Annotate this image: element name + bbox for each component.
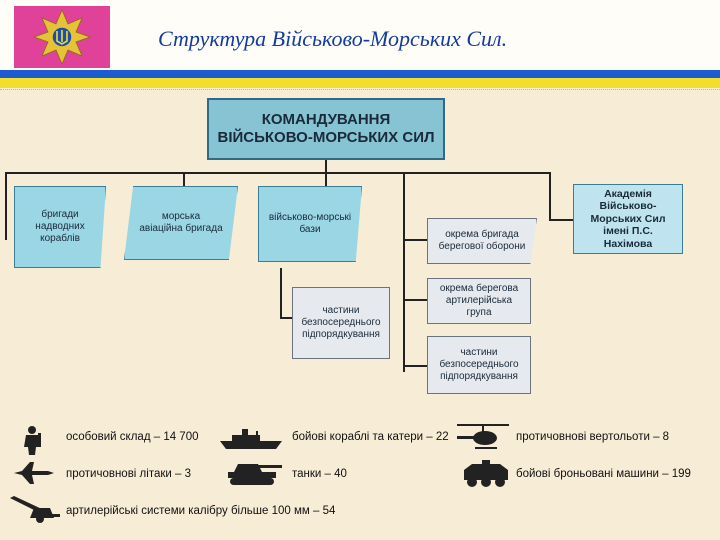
surface-ships-label: бригади надводних кораблів (35, 209, 85, 244)
command-line1: КОМАНДУВАННЯ (261, 111, 391, 128)
academy-label: Академія Військово-Морських Сил імені П.… (590, 187, 666, 250)
surface-ships-box: бригади надводних кораблів (14, 186, 106, 268)
coastal-artillery-label: окрема берегова артилерійська група (439, 283, 519, 318)
legend-personnel: особовий склад – 14 700 (66, 431, 199, 443)
naval-aviation-label: морська авіаційна бригада (139, 211, 223, 234)
direct-units-bases-box: частини безпосереднього підпорядкування (292, 287, 390, 359)
emblem (14, 6, 110, 68)
connector (325, 172, 327, 186)
academy-box: Академія Військово-Морських Сил імені П.… (573, 184, 683, 254)
trident-cross-emblem-icon (32, 8, 92, 66)
direct-units-label: частини безпосереднього підпорядкування (439, 347, 519, 382)
coastal-artillery-box: окрема берегова артилерійська група (427, 278, 531, 324)
connector (403, 299, 427, 301)
jet-icon (14, 462, 54, 484)
direct-units-box: частини безпосереднього підпорядкування (427, 336, 531, 394)
artillery-gun-icon (10, 496, 60, 523)
connector (403, 239, 427, 241)
soldier-icon (24, 426, 41, 455)
direct-units-bases-label: частини безпосереднього підпорядкування (301, 305, 381, 340)
connector (325, 160, 327, 173)
armored-vehicle-icon (464, 460, 508, 487)
legend-artillery: артилерійські системи калібру більше 100… (66, 505, 336, 517)
naval-bases-box: військово-морські бази (258, 186, 362, 262)
legend-helicopters: протичовнові вертольоти – 8 (516, 431, 670, 443)
legend-tanks: танки – 40 (292, 468, 347, 480)
connector (549, 172, 551, 220)
helicopter-icon (457, 424, 509, 449)
connector (549, 219, 573, 221)
connector (5, 172, 7, 240)
connector (280, 317, 292, 319)
legend-aircraft: протичовнові літаки – 3 (66, 468, 191, 480)
naval-bases-label: військово-морські бази (268, 212, 352, 235)
flag-stripe-blue (0, 70, 720, 78)
coastal-defense-label: окрема бригада берегової оборони (438, 229, 526, 252)
flag-stripe-yellow (0, 78, 720, 88)
coastal-defense-box: окрема бригада берегової оборони (427, 218, 537, 264)
divider (0, 88, 720, 90)
command-line2: ВІЙСЬКОВО-МОРСЬКИХ СИЛ (217, 129, 435, 146)
connector (403, 365, 427, 367)
command-box: КОМАНДУВАННЯ ВІЙСЬКОВО-МОРСЬКИХ СИЛ (207, 98, 445, 160)
legend-ships: бойові кораблі та катери – 22 (292, 431, 449, 443)
legend-armored: бойові броньовані машини – 199 (516, 468, 691, 480)
connector (5, 172, 551, 174)
header: Структура Військово-Морських Сил. (0, 0, 720, 70)
connector (183, 172, 185, 186)
connector (280, 268, 282, 318)
tank-icon (228, 464, 282, 485)
warship-icon (220, 429, 282, 449)
page-title: Структура Військово-Морських Сил. (158, 26, 508, 51)
connector (403, 172, 405, 372)
naval-aviation-box: морська авіаційна бригада (124, 186, 238, 260)
